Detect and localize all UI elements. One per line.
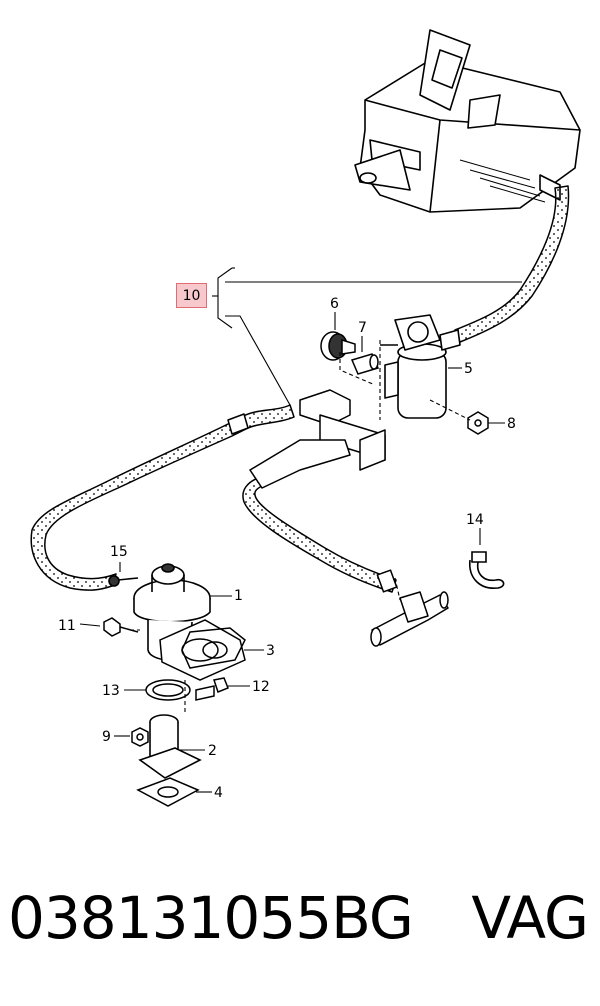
footer: 038131055BG VAG [0,884,600,994]
pipe-part-2 [138,714,202,779]
callout-14: 14 [466,512,484,528]
nut-part-8 [467,411,489,435]
highlighted-callout-label: 10 [182,287,201,304]
t-connector [370,569,449,647]
callout-4: 4 [214,785,223,801]
callout-5: 5 [464,361,473,377]
callout-7: 7 [358,320,367,336]
vacuum-hoses [30,185,570,593]
leader-lines [79,267,522,793]
part-number: 038131055BG [8,884,414,952]
clamp-ring-13 [145,679,191,701]
callout-2: 2 [208,743,217,759]
callout-12: 12 [252,679,270,695]
callout-1: 1 [234,588,243,604]
vacuum-solenoid-valve [380,314,461,419]
callout-9: 9 [102,729,111,745]
highlighted-callout-10[interactable]: 10 [176,283,207,308]
bolt-12 [195,677,229,701]
hose-bracket [227,389,386,489]
callout-3: 3 [266,643,275,659]
callout-13: 13 [102,683,120,699]
callout-labels: 6 7 5 8 14 15 1 11 3 13 12 9 2 4 [58,296,516,801]
egr-flange-gasket-3 [159,619,246,681]
air-filter-housing [354,29,581,213]
filter-part-6 [320,331,356,361]
exploded-parts-diagram: 6 7 5 8 14 15 1 11 3 13 12 9 2 4 [30,29,581,807]
nut-9 [131,727,149,747]
callout-6: 6 [330,296,339,312]
callout-8: 8 [507,416,516,432]
callout-11: 11 [58,618,76,634]
brand-name: VAG [471,884,589,952]
gasket-4 [136,777,200,807]
hose-clamp-14 [469,551,505,589]
bolt-11 [103,617,139,637]
callout-15: 15 [110,544,128,560]
connector-part-7 [350,353,380,375]
